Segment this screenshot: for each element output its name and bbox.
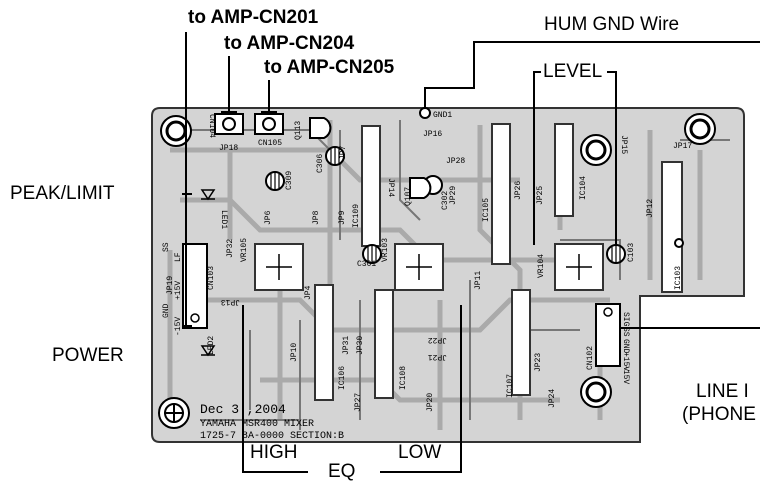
led1-symbol <box>200 189 216 201</box>
board-model: YAMAHA MSR400 MIXER <box>200 419 314 430</box>
callout-phone: (PHONE <box>682 404 756 425</box>
comp-label: IC103 <box>674 266 683 290</box>
callout-cn201: to AMP-CN201 <box>188 7 319 28</box>
jp-label: JP16 <box>423 130 442 139</box>
mounting-hole <box>580 376 612 408</box>
jp-label: JP22 <box>428 335 447 344</box>
power-pin-label: -15V <box>174 317 183 336</box>
jp-label: JP6 <box>264 210 273 225</box>
jp-label: JP17 <box>673 142 692 151</box>
comp-label: IC108 <box>399 366 408 390</box>
jp-label: JP23 <box>534 353 543 372</box>
cn102-pin-label: SS <box>621 327 630 337</box>
jp-label: JP18 <box>219 144 238 153</box>
jp-label: JP24 <box>548 389 557 408</box>
jp-label: JP27 <box>354 393 363 412</box>
board-part: 1725-7 8A-0000 SECTION:B <box>200 431 344 442</box>
connector-cn105 <box>254 113 284 135</box>
jp-label: JP19 <box>166 276 175 295</box>
comp-label: IC109 <box>352 204 361 228</box>
comp-label: IC107 <box>506 374 515 398</box>
power-pin-label: LF <box>174 252 183 262</box>
mounting-hole <box>684 113 716 145</box>
jp-label: JP26 <box>514 181 523 200</box>
comp-label: CN104 <box>207 114 216 138</box>
jp-label: JP21 <box>428 352 447 361</box>
cn102-pin-label: SIG <box>621 312 630 327</box>
callout-low: LOW <box>398 442 442 463</box>
capacitor-stripes <box>270 148 621 262</box>
power-pin-label: SS <box>162 242 171 252</box>
callout-level: LEVEL <box>543 61 603 82</box>
jp-label: JP25 <box>536 186 545 205</box>
callout-cn204: to AMP-CN204 <box>224 33 355 54</box>
silkscreen-labels: JP16 JP17 JP18 JP15 JP28 JP14 JP29 JP26 … <box>162 111 692 412</box>
comp-label: Q107 <box>404 187 413 206</box>
jp-label: JP20 <box>426 393 435 412</box>
callout-hum-gnd: HUM GND Wire <box>544 14 680 35</box>
callout-line-in: LINE I <box>696 381 749 402</box>
led2-symbol <box>200 345 216 357</box>
comp-label: VR104 <box>537 254 546 278</box>
comp-label: VR105 <box>240 238 249 262</box>
gnd1-pad <box>419 107 431 119</box>
jp-label: JP10 <box>290 343 299 362</box>
jp-label: JP15 <box>619 135 628 154</box>
jp-label: JP8 <box>312 210 321 225</box>
jp-label: JP7 <box>339 145 348 160</box>
transistor-q107 <box>409 177 432 199</box>
power-pin-label: GND <box>162 303 171 318</box>
callout-power: POWER <box>52 345 124 366</box>
jp-label: JP30 <box>356 336 365 355</box>
mounting-hole <box>580 134 612 166</box>
jp-label: JP11 <box>474 271 483 290</box>
comp-label: C309 <box>285 171 294 190</box>
power-pin-label: +15V <box>174 281 183 300</box>
comp-label: IC104 <box>579 176 588 200</box>
callout-eq: EQ <box>328 461 356 482</box>
connector-cn102 <box>595 303 621 367</box>
comp-label: C103 <box>627 243 636 262</box>
comp-label: CN105 <box>258 139 282 148</box>
comp-label: C306 <box>316 154 325 173</box>
cn102-pin-label: GND <box>621 339 630 354</box>
ground-symbol-hole <box>158 397 190 429</box>
jp-label: JP31 <box>342 336 351 355</box>
pot-cross <box>266 254 592 280</box>
jp-label: JP32 <box>226 239 235 258</box>
ic103-pad <box>674 238 684 248</box>
jp-label: JP28 <box>446 157 465 166</box>
transistor-q113 <box>309 117 332 139</box>
cn102-pin-label: -15V <box>621 365 630 384</box>
mounting-hole <box>160 115 192 147</box>
leader-lines <box>182 32 760 473</box>
callout-peak-limit: PEAK/LIMIT <box>10 183 115 204</box>
jp-label: JP12 <box>646 199 655 218</box>
comp-label: C302 <box>441 191 450 210</box>
comp-label: Q113 <box>294 121 303 140</box>
comp-label: CN102 <box>586 346 595 370</box>
comp-label: IC105 <box>482 198 491 222</box>
trimmer-pots <box>254 243 604 291</box>
comp-label: C301 <box>357 260 376 269</box>
jp-label: JP9 <box>338 210 347 225</box>
jp-label: JP4 <box>304 285 313 300</box>
jp-label: JP14 <box>386 178 395 197</box>
comp-label: IC106 <box>338 366 347 390</box>
comp-label: GND1 <box>433 111 452 120</box>
cn102-pin-label: +15V <box>621 352 630 371</box>
ic-blocks <box>314 123 683 401</box>
jp-label: JP29 <box>449 186 458 205</box>
comp-label: CN103 <box>207 266 216 290</box>
callout-high: HIGH <box>250 442 298 463</box>
comp-label: VR103 <box>381 238 390 262</box>
connector-cn104 <box>214 113 244 135</box>
callout-cn205: to AMP-CN205 <box>264 57 395 78</box>
comp-label: LED2 <box>207 336 216 355</box>
jp-label: JP13 <box>221 297 240 306</box>
comp-label: LED1 <box>219 210 228 229</box>
